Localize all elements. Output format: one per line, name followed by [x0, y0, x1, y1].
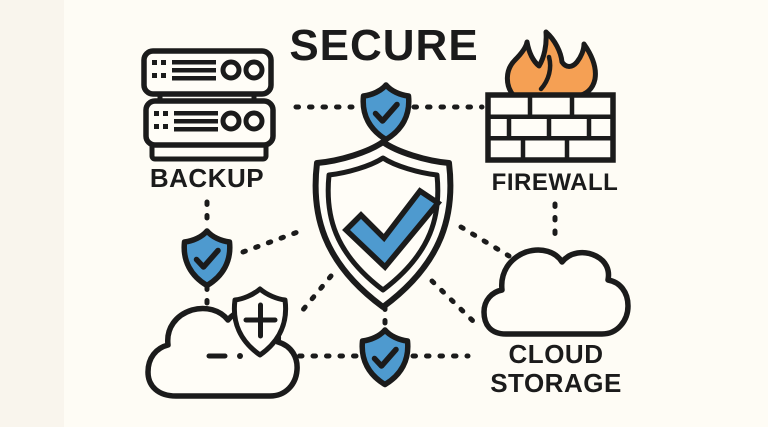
- connector-left-shield-to-main-shield: [240, 226, 309, 255]
- server-unit-top: [141, 48, 274, 97]
- cloud-storage-label-line2: STORAGE: [490, 368, 622, 398]
- connector-main-shield-to-secure-cloud: [294, 273, 334, 320]
- mini-shield-top: [363, 85, 409, 140]
- main-shield-check-icon: [312, 139, 454, 310]
- dotted-connectors: [202, 104, 558, 359]
- cloud-inline-dash: [206, 353, 243, 359]
- backup-label: BACKUP: [150, 163, 264, 193]
- left-edge-strip: [0, 0, 64, 427]
- backup-server-icon: [141, 48, 276, 162]
- mini-shield-bottom: [362, 330, 408, 385]
- shield-plus-icon: [231, 286, 289, 358]
- cloud-shape: [481, 247, 631, 337]
- firewall-icon: [485, 29, 616, 163]
- main-check-icon: [342, 187, 443, 272]
- main-shield-outer: [312, 139, 454, 310]
- brick-wall-icon: [485, 92, 616, 163]
- secure-cloud-icon: [145, 286, 300, 399]
- firewall-label: FIREWALL: [492, 169, 619, 196]
- flame-inner-line: [538, 54, 553, 92]
- title: SECURE: [289, 21, 478, 70]
- cloud-storage-icon: [481, 247, 631, 337]
- cloud-storage-label-line1: CLOUD: [509, 339, 604, 369]
- connector-main-shield-to-storage-cloud-top: [458, 224, 512, 259]
- mini-shield-left: [184, 231, 230, 286]
- server-unit-bottom: [143, 98, 276, 148]
- main-shield-inner: [325, 155, 441, 293]
- connector-main-shield-to-storage-cloud-left: [429, 278, 476, 324]
